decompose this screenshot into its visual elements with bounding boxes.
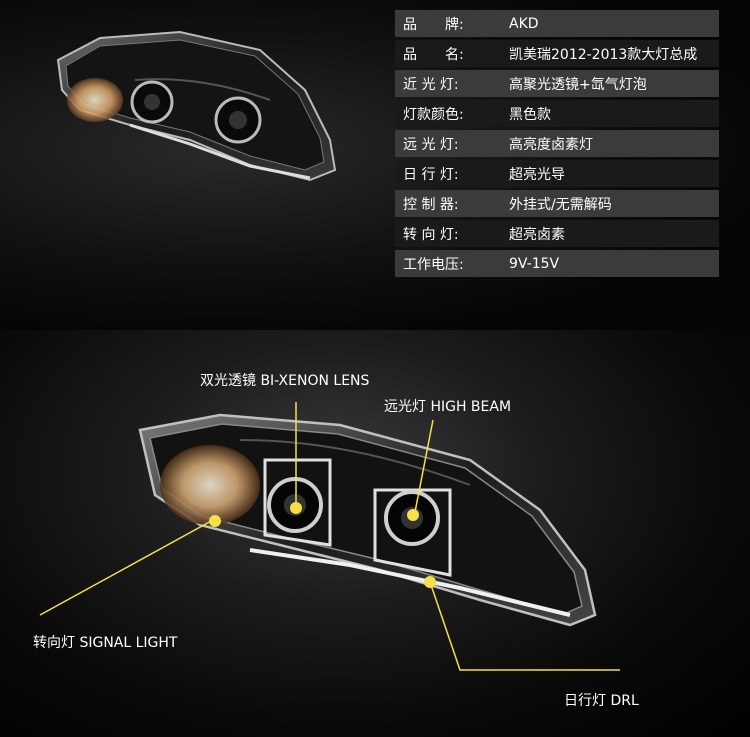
- spec-value: AKD: [509, 15, 539, 32]
- callout-signal: 转向灯 SIGNAL LIGHT: [33, 635, 178, 651]
- spec-value: 超亮卤素: [509, 226, 565, 243]
- spec-row: 灯款颜色: 黑色款: [395, 100, 719, 127]
- spec-value: 高聚光透镜+氙气灯泡: [509, 76, 647, 93]
- drl-dot: [424, 576, 436, 588]
- spec-value: 外挂式/无需解码: [509, 196, 612, 213]
- callout-drl: 日行灯 DRL: [564, 693, 639, 709]
- spec-row: 品 牌: AKD: [395, 10, 719, 37]
- spec-key: 转 向 灯:: [403, 226, 459, 243]
- spec-key: 品 名:: [403, 46, 464, 63]
- signal-dot: [209, 515, 221, 527]
- headlight-thumbnail-image: [56, 30, 337, 182]
- spec-key: 近 光 灯:: [403, 76, 459, 93]
- callout-lens: 双光透镜 BI-XENON LENS: [200, 373, 370, 389]
- spec-table: 品 牌: AKD 品 名: 凯美瑞2012-2013款大灯总成近 光 灯: 高聚光透镜+…: [395, 10, 719, 280]
- spec-key: 远 光 灯:: [403, 136, 459, 153]
- spec-value: 黑色款: [509, 106, 551, 123]
- spec-value: 9V-15V: [509, 255, 560, 272]
- spec-key: 灯款颜色:: [403, 106, 464, 123]
- spec-key: 日 行 灯:: [403, 166, 459, 183]
- spec-value: 超亮光导: [509, 166, 565, 183]
- spec-row: 日 行 灯: 超亮光导: [395, 160, 719, 187]
- spec-key: 品 牌:: [403, 16, 464, 33]
- spec-row: 品 名: 凯美瑞2012-2013款大灯总成: [395, 40, 719, 67]
- spec-value: 高亮度卤素灯: [509, 136, 593, 153]
- spec-row: 转 向 灯: 超亮卤素: [395, 220, 719, 247]
- spec-row: 近 光 灯: 高聚光透镜+氙气灯泡: [395, 70, 719, 97]
- high-beam-dot: [407, 509, 419, 521]
- lens-dot: [290, 502, 302, 514]
- spec-row: 远 光 灯: 高亮度卤素灯: [395, 130, 719, 157]
- spec-key: 工作电压:: [403, 256, 464, 273]
- spec-row: 工作电压: 9V-15V: [395, 250, 719, 277]
- spec-row: 控 制 器: 外挂式/无需解码: [395, 190, 719, 217]
- spec-value: 凯美瑞2012-2013款大灯总成: [509, 46, 698, 63]
- spec-key: 控 制 器:: [403, 196, 459, 213]
- callout-high-beam: 远光灯 HIGH BEAM: [384, 399, 512, 415]
